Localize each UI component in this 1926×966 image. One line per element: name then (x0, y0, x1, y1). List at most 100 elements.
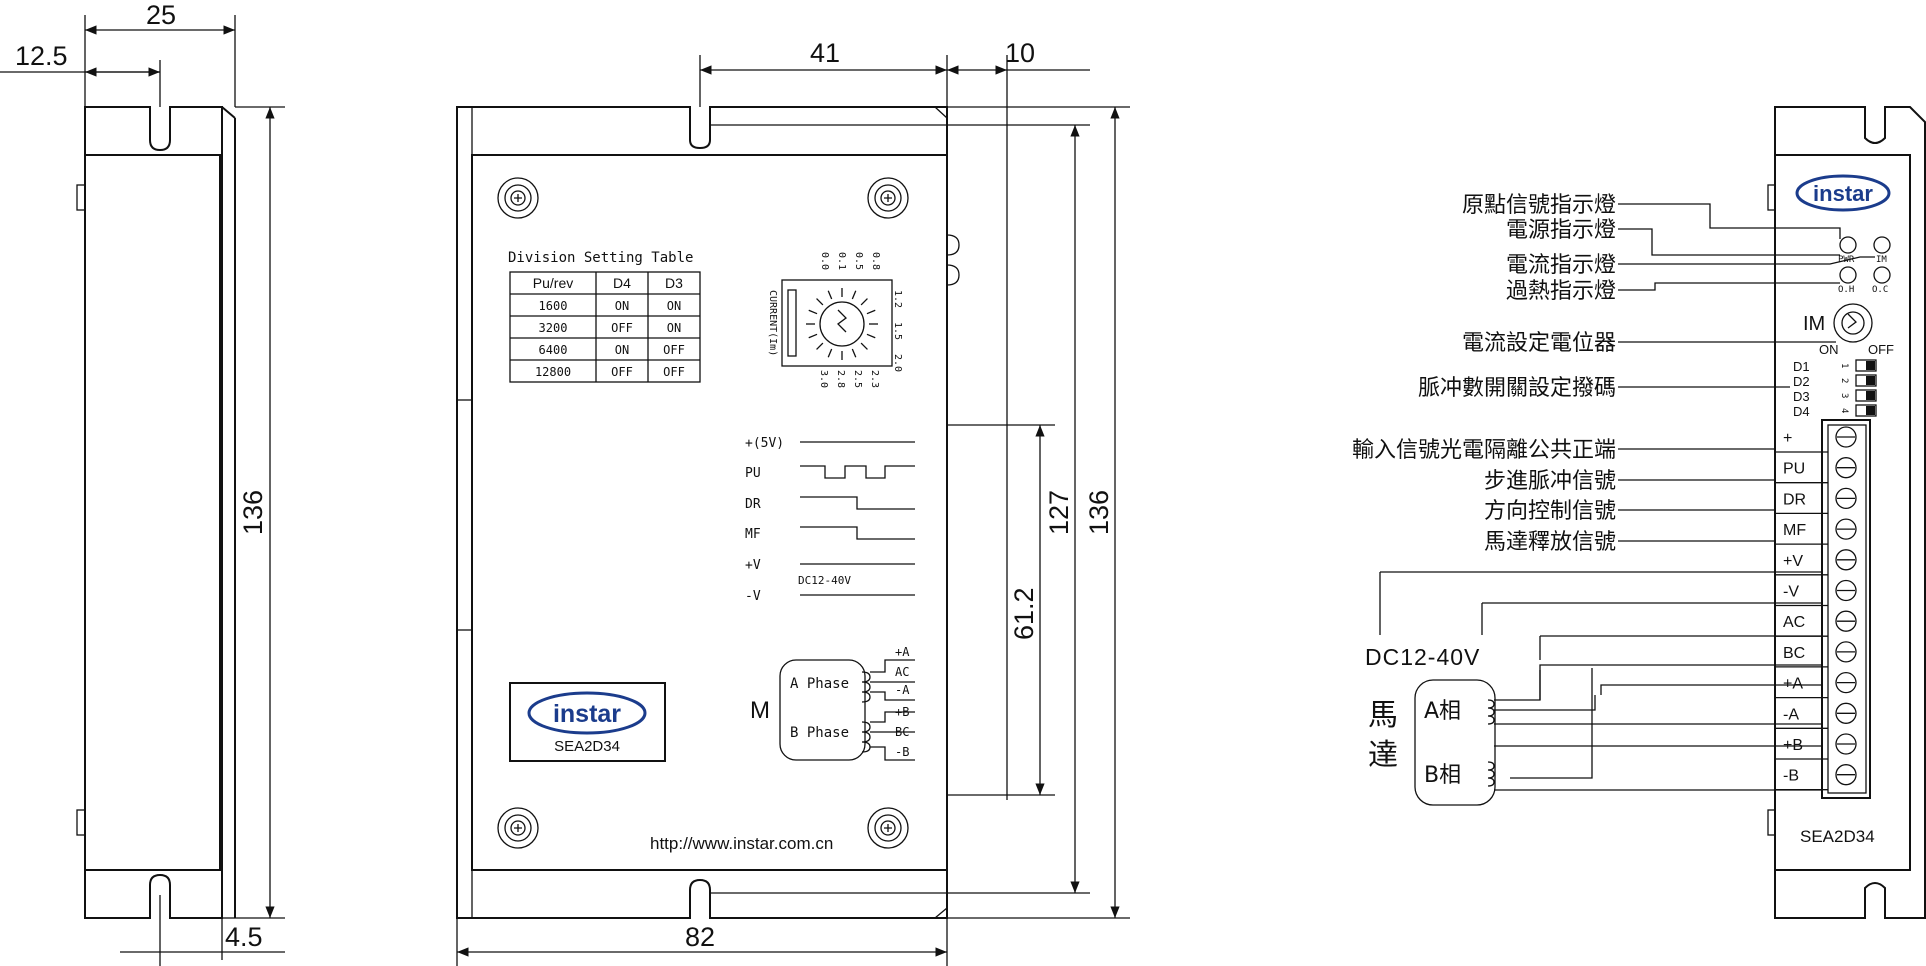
dip-slot[interactable] (1855, 374, 1877, 387)
potentiometer-icon[interactable] (1833, 303, 1873, 343)
led-oh-label: O.H (1838, 285, 1854, 295)
dim-front-slot: 41 (810, 38, 840, 68)
dial-top-value: 0.5 (853, 252, 864, 270)
instar-logo-icon (527, 691, 647, 735)
table-cell: 1600 (539, 299, 568, 313)
pot-label: IM (1803, 313, 1825, 335)
right-model: SEA2D34 (1800, 827, 1875, 846)
dip-slot[interactable] (1855, 404, 1877, 417)
terminal-screw-icon (1835, 487, 1857, 510)
brand-url: http://www.instar.com.cn (650, 834, 833, 853)
table-cell: ON (615, 343, 629, 357)
callout-label: 電源指示燈 (1506, 218, 1616, 243)
callout-label: 過熱指示燈 (1506, 279, 1616, 304)
dial-right-value: 1.2 (892, 290, 903, 308)
supply-label: DC12-40V (1365, 644, 1480, 670)
current-dial: CURRENT(Im) 0.80.50.10.01.21.52.02.32.52… (767, 252, 903, 388)
dim-front-connector: 61.2 (1009, 587, 1039, 640)
dip-label: D1 (1793, 359, 1810, 374)
table-cell: ON (615, 299, 629, 313)
table-cell: ON (667, 321, 681, 335)
side-view: 25 12.5 136 4.5 (0, 0, 285, 966)
table-cell: OFF (611, 365, 633, 379)
signal-waveform (800, 526, 915, 540)
dip-number: 4 (1839, 408, 1849, 413)
terminal-label: PU (1783, 461, 1805, 478)
dial-top-value: 0.1 (836, 252, 847, 270)
terminal-screw-icon (1835, 641, 1857, 663)
coil-a-label: A相 (1424, 699, 1461, 724)
dip-slot[interactable] (1855, 389, 1877, 402)
callout-leader (1618, 282, 1840, 291)
led-im-label: IM (1876, 255, 1887, 265)
led-pwr-icon (1839, 236, 1857, 254)
motor-a-term-1: +A (895, 645, 910, 659)
signal-label: +V (745, 558, 761, 573)
dip-number: 3 (1839, 393, 1849, 398)
terminal-label: -V (1783, 584, 1799, 601)
led-im-icon (1873, 236, 1891, 254)
dip-knob (1866, 391, 1875, 400)
dial-top-value: 0.0 (819, 252, 830, 270)
table-cell: OFF (611, 321, 633, 335)
dial-right-value: 1.5 (892, 322, 903, 340)
dip-slot[interactable] (1855, 359, 1877, 372)
dim-front-width: 82 (685, 922, 715, 952)
instar-logo-right-icon (1795, 174, 1891, 212)
motor-letter: M (750, 697, 770, 724)
callout-label: 脈冲數開關設定撥碼 (1418, 376, 1616, 401)
table-cell: ON (667, 299, 681, 313)
dim-side-height: 136 (238, 490, 268, 535)
dim-front-right: 10 (1005, 38, 1035, 68)
brand-label: instar SEA2D34 (509, 682, 666, 762)
dim-side-flange: 4.5 (225, 922, 263, 952)
terminal-screw-icon (1835, 518, 1857, 540)
terminal-label: + (1783, 430, 1792, 447)
signal-waveform (800, 465, 915, 479)
callout-leader (1618, 256, 1875, 265)
table-frame (509, 271, 701, 383)
terminal-screw-icon (1835, 702, 1857, 724)
callout-leader (1618, 228, 1840, 256)
dial-tick (816, 298, 824, 306)
supply-note: DC12-40V (798, 574, 851, 587)
dip-knob (1866, 406, 1875, 415)
dial-right-value: 2.0 (892, 354, 903, 372)
terminal-screw-icon (1835, 671, 1857, 694)
dip-number: 2 (1839, 378, 1849, 383)
dim-side-offset: 12.5 (15, 41, 68, 71)
screw-bl-icon (497, 807, 539, 849)
callout-label: 電流指示燈 (1506, 253, 1616, 278)
dial-tick (860, 298, 868, 306)
signal-label: -V (745, 589, 761, 604)
current-dial-label: CURRENT(Im) (767, 290, 778, 356)
terminal-label: MF (1783, 522, 1806, 539)
table-header: D4 (613, 275, 631, 291)
screw-tl-icon (497, 177, 539, 219)
signal-label: MF (745, 527, 761, 542)
table-cell: OFF (663, 343, 685, 357)
terminal-screw-icon (1835, 549, 1857, 571)
callout-label: 輸入信號光電隔離公共正端 (1352, 438, 1616, 463)
table-header: Pu/rev (533, 275, 573, 291)
terminal-screw-icon (1835, 764, 1857, 786)
terminal-label: -A (1783, 706, 1799, 723)
terminal-screw-icon (1835, 457, 1857, 479)
dial-tick (866, 309, 876, 315)
dial-tick (827, 348, 833, 358)
callout-label: 馬達釋放信號 (1484, 530, 1616, 555)
terminal-screw-icon (1835, 610, 1857, 632)
motor-char-2: 達 (1368, 738, 1398, 773)
dial-bottom-value: 2.8 (835, 370, 846, 388)
callout-leader (1618, 203, 1841, 239)
terminal-label: -B (1783, 768, 1799, 785)
table-header: D3 (665, 275, 683, 291)
callout-label: 步進脈冲信號 (1484, 469, 1616, 494)
brand-logo: instar (553, 700, 621, 728)
dip-label: D2 (1793, 374, 1810, 389)
dial-tick (860, 342, 868, 350)
dip-knob (1866, 376, 1875, 385)
